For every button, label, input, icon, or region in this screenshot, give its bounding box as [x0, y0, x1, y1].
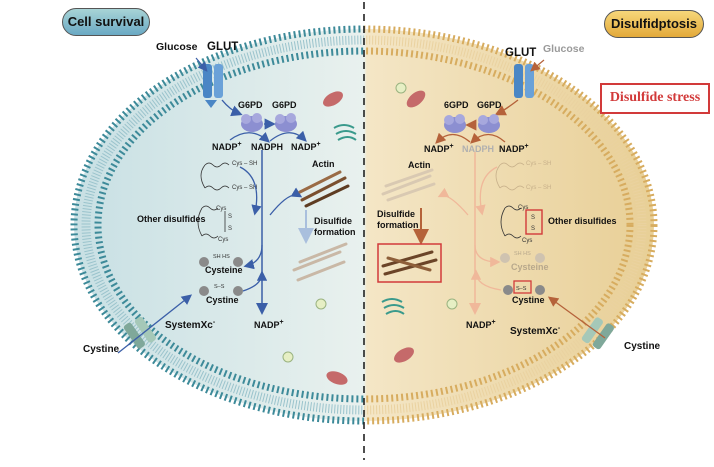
actin-label-right: Actin: [408, 160, 431, 170]
disulfidptosis-badge: Disulfidptosis: [604, 10, 704, 38]
nadph-label-right: NADPH: [462, 144, 494, 154]
glucose-label-right: Glucose: [543, 43, 585, 55]
left-panel: Glucose GLUT G6PD G6PD NADP+ NADPH NADP+: [83, 41, 357, 385]
g6pd-label-2-right: G6PD: [477, 100, 502, 110]
membrane-left: [70, 25, 364, 425]
nadph-label-left: NADPH: [251, 142, 283, 152]
mitochondria-right-2: [394, 347, 414, 363]
nadp-label-1-right: NADP+: [424, 143, 454, 154]
svg-text:Cys: Cys: [522, 238, 532, 244]
actin-aggregate: [381, 250, 438, 276]
disulfide-stress-box: Disulfide stress: [600, 83, 710, 114]
vesicle-right-2: [446, 298, 458, 310]
actin-crosslinked-left: [292, 242, 348, 282]
glucose-label-left: Glucose: [156, 41, 198, 53]
cysteine-label-right: Cysteine: [511, 262, 549, 272]
actin-aggregate-box: [377, 243, 442, 283]
mitochondria-left-1: [323, 91, 343, 107]
vesicle-left-2: [282, 351, 294, 363]
nadp-bottom-label-right: NADP+: [466, 319, 496, 330]
g6pd-enzyme-4: [478, 114, 500, 133]
cysteine-label-left: Cysteine: [205, 265, 243, 275]
cysteine-molecule-right: [500, 253, 545, 263]
right-panel: GLUT Glucose 6GPD G6PD NADP+ NADPH NADP+…: [377, 43, 661, 363]
other-disulfides-label-right: Other disulfides: [548, 216, 617, 226]
nadp-label-2-left: NADP+: [291, 141, 321, 152]
systemxc-transporter-left: [123, 316, 156, 349]
nadp-bottom-label-left: NADP+: [254, 319, 284, 330]
glut-label-left: GLUT: [207, 41, 238, 53]
svg-text:Cys – SH: Cys – SH: [526, 185, 551, 191]
svg-text:Cys – SH: Cys – SH: [232, 161, 257, 167]
cystine-inner-label-left: Cystine: [206, 295, 239, 305]
actin-label-left: Actin: [312, 159, 335, 169]
svg-text:Cys – SH: Cys – SH: [526, 161, 551, 167]
cell-survival-badge: Cell survival: [62, 8, 150, 36]
svg-text:SH HS: SH HS: [514, 251, 531, 257]
svg-text:SH HS: SH HS: [213, 254, 230, 260]
mitochondria-left-2: [326, 371, 348, 385]
svg-text:Cys: Cys: [518, 205, 528, 211]
cystine-inner-label-right: Cystine: [512, 295, 545, 305]
other-disulfides-label-left: Other disulfides: [137, 214, 206, 224]
g6pd-enzyme-3: [444, 114, 466, 133]
cys-sh-chains-right: [495, 162, 525, 191]
disulfide-formation-label-left-1: Disulfide: [314, 216, 352, 226]
vesicle-right-1: [395, 82, 407, 94]
cystine-molecule-left: [199, 286, 243, 296]
svg-text:Cys: Cys: [218, 237, 228, 243]
er-left: [333, 124, 357, 141]
cystine-outer-label-right: Cystine: [624, 341, 661, 352]
svg-text:S: S: [531, 226, 535, 232]
g6pd-label-1-right: 6GPD: [444, 100, 469, 110]
disulfide-highlight-box: [525, 209, 543, 235]
cys-sh-chains-left: [200, 162, 230, 191]
svg-text:S: S: [228, 214, 232, 220]
systemxc-label-right: SystemXc-: [510, 325, 561, 337]
disulfide-formation-label-left-2: formation: [314, 227, 356, 237]
membrane-right: [364, 25, 658, 425]
glut-transporter-right: [514, 64, 534, 98]
svg-text:S–S: S–S: [214, 284, 225, 290]
systemxc-label-left: SystemXc-: [165, 319, 216, 331]
svg-text:Cys – SH: Cys – SH: [232, 185, 257, 191]
vesicle-left-1: [315, 298, 327, 310]
cystine-molecule-right: [503, 285, 545, 295]
mitochondria-right-1: [406, 90, 426, 108]
nadp-label-1-left: NADP+: [212, 141, 242, 152]
svg-text:S–S: S–S: [516, 286, 527, 292]
cystine-outer-label-left: Cystine: [83, 344, 120, 355]
cysteine-molecule-left: [199, 257, 243, 267]
g6pd-label-1-left: G6PD: [238, 100, 263, 110]
svg-text:Cys: Cys: [216, 206, 226, 212]
actin-filament-left: [298, 170, 350, 208]
actin-filament-right: [381, 168, 436, 202]
disulfide-formation-label-right-2: formation: [377, 220, 419, 230]
svg-text:S: S: [531, 215, 535, 221]
disulfide-formation-label-right-1: Disulfide: [377, 209, 415, 219]
glut-label-right: GLUT: [505, 47, 536, 59]
g6pd-enzyme-1: [241, 113, 263, 132]
glut-transporter-left: [203, 64, 223, 108]
g6pd-label-2-left: G6PD: [272, 100, 297, 110]
cystine-highlight-box: [513, 280, 532, 294]
er-right: [381, 298, 405, 315]
other-disulfides-right: [500, 205, 522, 239]
other-disulfides-left: [197, 205, 226, 239]
g6pd-enzyme-2: [275, 113, 297, 132]
nadp-label-2-right: NADP+: [499, 143, 529, 154]
svg-text:S: S: [228, 226, 232, 232]
